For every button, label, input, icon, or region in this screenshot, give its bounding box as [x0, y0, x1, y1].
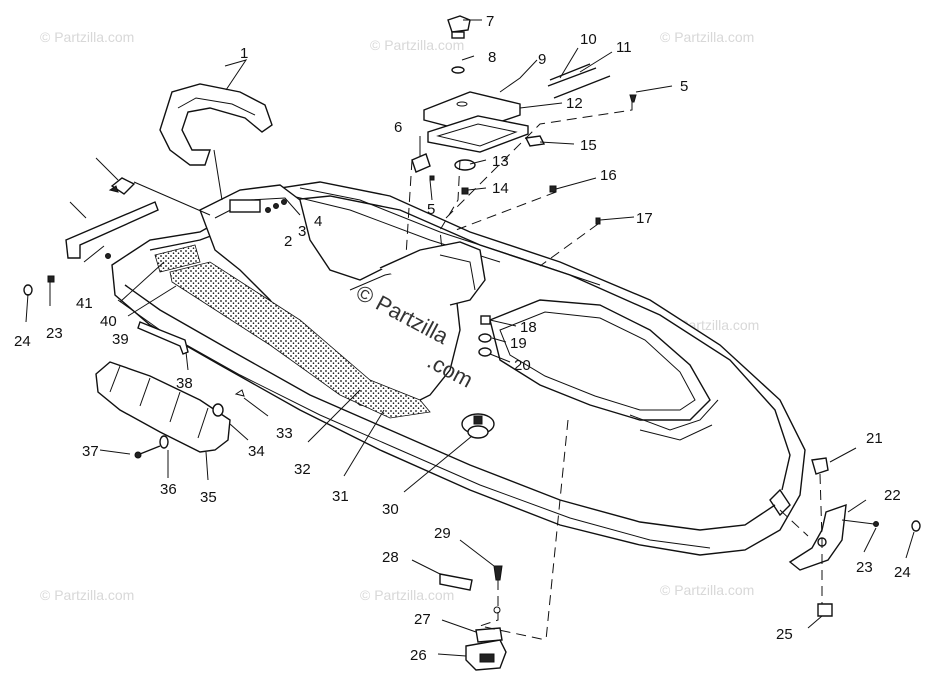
- callout-label: 25: [776, 626, 793, 643]
- watermark: © Partzilla.com: [660, 29, 754, 45]
- callout-label: 36: [160, 481, 177, 498]
- callout-label: 9: [538, 51, 546, 68]
- hatch-fasteners: [478, 315, 492, 357]
- callout-label: 17: [636, 210, 653, 227]
- callout-label: 5: [680, 78, 688, 95]
- callout-label: 38: [176, 375, 193, 392]
- callout-label: 16: [600, 167, 617, 184]
- callout-label: 10: [580, 31, 597, 48]
- callout-label: 1: [240, 45, 248, 62]
- watermark: © Partzilla.com: [40, 29, 134, 45]
- callout-label: 2: [284, 233, 292, 250]
- watermark: © Partzilla.com: [370, 37, 464, 53]
- callout-label: 20: [514, 357, 531, 374]
- callout-label: 33: [276, 425, 293, 442]
- callout-numbers: 1 2 3 4 5 5 6 7 8 9 10 11 12 13 14 15 16…: [14, 13, 911, 664]
- callout-label: 21: [866, 430, 883, 447]
- bottom-parts: [439, 565, 507, 671]
- callout-label: 15: [580, 137, 597, 154]
- callout-label: 27: [414, 611, 431, 628]
- callout-label: 26: [410, 647, 427, 664]
- callout-label: 6: [394, 119, 402, 136]
- callout-label: 32: [294, 461, 311, 478]
- callout-label: 40: [100, 313, 117, 330]
- callout-label: 13: [492, 153, 509, 170]
- callout-label: 34: [248, 443, 265, 460]
- callout-label: 7: [486, 13, 494, 30]
- fuel-cap: [461, 413, 495, 439]
- callout-label: 24: [894, 564, 911, 581]
- watermarks: © Partzilla.com © Partzilla.com © Partzi…: [40, 29, 759, 603]
- callout-label: 41: [76, 295, 93, 312]
- callout-label: 30: [382, 501, 399, 518]
- callout-label: 35: [200, 489, 217, 506]
- callout-label: 11: [616, 39, 632, 56]
- watermark: © Partzilla.com: [660, 582, 754, 598]
- callout-label: 37: [82, 443, 99, 460]
- callout-label: 23: [46, 325, 63, 342]
- left-side-parts: [23, 177, 245, 459]
- nose-parts: [788, 457, 921, 617]
- callout-label: 18: [520, 319, 537, 336]
- watermark: © Partzilla.com: [360, 587, 454, 603]
- leader-lines: [25, 19, 915, 657]
- callout-label: 31: [332, 488, 349, 505]
- callout-label: 29: [434, 525, 451, 542]
- callout-label: 4: [314, 213, 322, 230]
- callout-label: 19: [510, 335, 527, 352]
- top-hardware: [265, 15, 637, 225]
- callout-label: 23: [856, 559, 873, 576]
- callout-label: 12: [566, 95, 583, 112]
- callout-label: 28: [382, 549, 399, 566]
- callout-label: 39: [112, 331, 129, 348]
- callout-label: 3: [298, 223, 306, 240]
- grab-handle: [159, 83, 273, 166]
- callout-label: 5: [427, 201, 435, 218]
- callout-label: 14: [492, 180, 509, 197]
- callout-label: 8: [488, 49, 496, 66]
- watermark: © Partzilla.com: [40, 587, 134, 603]
- hull-body: [111, 181, 806, 556]
- callout-label: 24: [14, 333, 31, 350]
- callout-label: 22: [884, 487, 901, 504]
